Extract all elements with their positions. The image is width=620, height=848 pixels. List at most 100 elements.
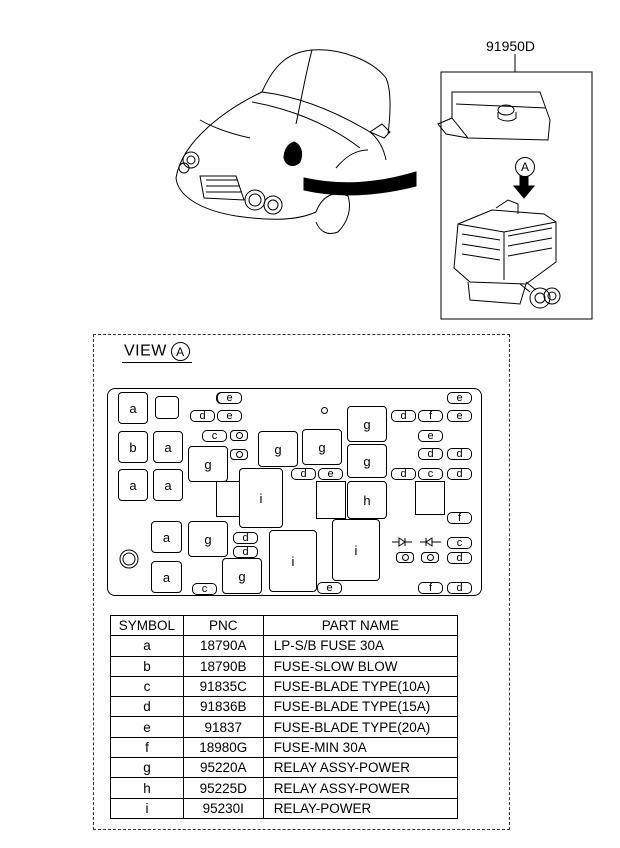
legend-symbol: e <box>110 716 184 738</box>
fuse-box-illustration <box>437 54 593 320</box>
fuse-slot: e <box>217 410 242 422</box>
legend-symbol: f <box>110 736 184 759</box>
legend-part-name: FUSE-BLADE TYPE(15A) <box>262 696 459 718</box>
fuse-slot: e <box>217 392 242 404</box>
connector-slot <box>421 552 439 563</box>
panel-cell: a <box>153 431 183 463</box>
fuse-slot: d <box>233 532 258 544</box>
panel-cell: a <box>118 392 148 424</box>
fuse-slot: d <box>391 410 416 422</box>
fuse-slot: f <box>418 582 443 594</box>
panel-cell: g <box>258 431 298 467</box>
legend-part-name: RELAY ASSY-POWER <box>262 757 459 779</box>
legend-header-row: SYMBOL PNC PART NAME <box>110 614 459 637</box>
legend-pnc: 91836B <box>182 696 264 718</box>
fuse-slot: d <box>391 468 416 480</box>
panel-cell: a <box>151 521 182 553</box>
fuse-slot: d <box>291 468 316 480</box>
fuse-slot: e <box>447 410 472 422</box>
fuse-slot: f <box>447 512 472 524</box>
view-frame <box>93 334 510 830</box>
panel-cell <box>415 481 445 515</box>
fuse-slot: e <box>418 430 443 442</box>
panel-cell: a <box>118 469 148 501</box>
legend-symbol: g <box>110 757 184 779</box>
legend-pnc: 95220A <box>182 757 264 779</box>
panel-cell: g <box>302 429 342 465</box>
car-illustration <box>175 49 417 235</box>
fuse-slot: c <box>202 430 227 442</box>
panel-cell <box>155 396 179 419</box>
fuse-panel: a b a a a g g g g g i h a g i i a g e e … <box>107 388 482 596</box>
connector-slot <box>230 449 248 460</box>
legend-part-name: FUSE-MIN 30A <box>262 736 459 759</box>
fuse-slot: d <box>447 448 472 460</box>
panel-cell: a <box>153 469 183 501</box>
fuse-slot: d <box>447 468 472 480</box>
panel-cell: i <box>239 468 283 528</box>
fuse-slot: c <box>447 537 472 549</box>
ground-terminal-icon <box>119 549 139 569</box>
connector-slot <box>396 552 414 563</box>
fuse-slot: d <box>447 582 472 594</box>
panel-cell: g <box>347 406 387 442</box>
fuse-slot: d <box>190 410 215 422</box>
legend-symbol: h <box>110 777 184 799</box>
legend-symbol: i <box>110 797 184 819</box>
legend-header-symbol: SYMBOL <box>110 614 184 637</box>
legend-pnc: 95225D <box>182 777 264 799</box>
legend-header-part-name: PART NAME <box>262 614 459 637</box>
panel-cell <box>316 481 346 519</box>
fuse-slot: f <box>418 410 443 422</box>
view-marker-callout: A <box>515 157 535 177</box>
panel-cell: g <box>188 446 228 482</box>
fuse-slot: e <box>317 582 342 594</box>
part-number-label: 91950D <box>486 38 536 54</box>
connector-slot <box>230 430 248 441</box>
legend-part-name: FUSE-BLADE TYPE(10A) <box>262 675 459 698</box>
fuse-slot: d <box>447 552 472 564</box>
panel-cell: i <box>332 519 380 581</box>
panel-cell: a <box>151 561 182 593</box>
fuse-slot: c <box>192 583 217 595</box>
legend-part-name: RELAY-POWER <box>262 797 459 819</box>
legend-part-name: FUSE-BLADE TYPE(20A) <box>262 716 459 738</box>
fuse-slot: c <box>418 468 443 480</box>
legend-symbol: c <box>110 675 184 698</box>
legend-part-name: RELAY ASSY-POWER <box>262 777 459 799</box>
legend-part-name: LP-S/B FUSE 30A <box>262 635 459 657</box>
fuse-slot: d <box>233 546 258 558</box>
panel-cell <box>216 481 241 517</box>
legend-pnc: 95230I <box>182 797 264 819</box>
legend-symbol: a <box>110 635 184 657</box>
panel-cell: g <box>222 558 262 594</box>
fuse-slot: e <box>447 392 472 404</box>
fuse-slot: e <box>318 468 343 480</box>
legend-symbol: d <box>110 696 184 718</box>
legend-pnc: 18790A <box>182 635 264 657</box>
panel-cell: g <box>347 444 387 478</box>
view-title-text: VIEW <box>124 342 167 360</box>
panel-cell: g <box>188 521 228 557</box>
connector-slot <box>315 405 333 416</box>
panel-cell: h <box>347 481 387 519</box>
panel-cell: i <box>269 530 317 592</box>
legend-pnc: 91837 <box>182 716 264 738</box>
fuse-slot: d <box>418 448 443 460</box>
legend-part-name: FUSE-SLOW BLOW <box>262 655 459 677</box>
legend-header-pnc: PNC <box>182 614 264 637</box>
legend-pnc: 18790B <box>182 655 264 677</box>
assembly-illustration <box>175 49 593 320</box>
view-title-marker: A <box>170 342 190 361</box>
legend-symbol: b <box>110 655 184 677</box>
